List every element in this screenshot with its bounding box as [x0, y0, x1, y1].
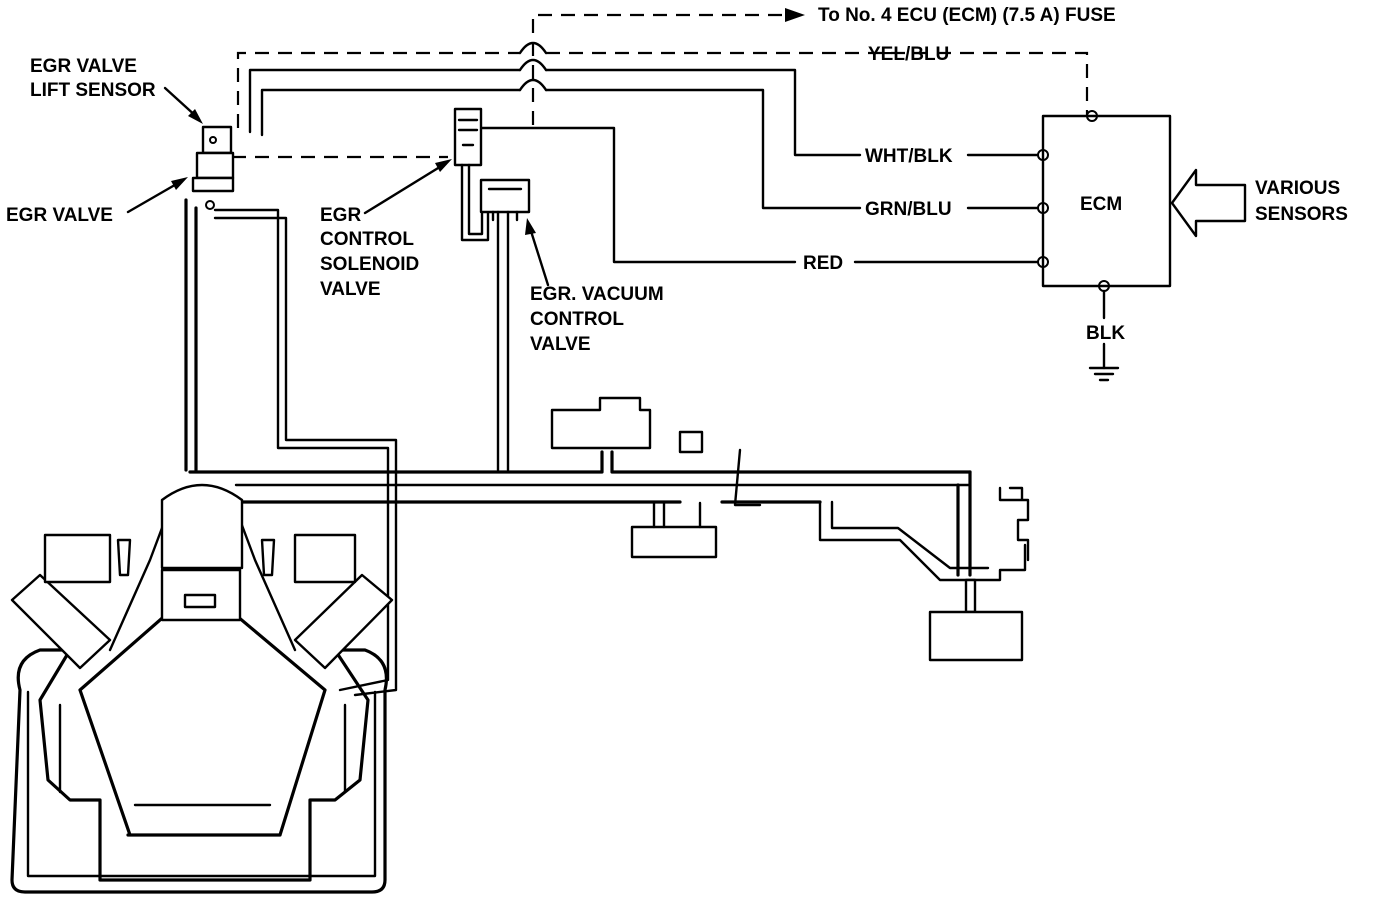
vacuum-hose [496, 210, 510, 472]
egr-solenoid-assembly [453, 107, 531, 242]
egr-valve-body [195, 151, 235, 180]
fuse-arrow-icon [785, 8, 805, 22]
red-wire [478, 126, 1043, 264]
red-label: RED [803, 253, 843, 274]
solenoid-label-1: EGR [320, 205, 361, 226]
fuse-feed-wire [531, 13, 785, 125]
air-cleaner [928, 610, 1024, 662]
engine-block-inner [26, 690, 377, 878]
plenum-chamber [160, 483, 244, 570]
ecm-box [1041, 114, 1172, 288]
wiring [232, 8, 1120, 382]
right-cylinder-head [293, 573, 394, 670]
plenum-sensor [183, 593, 217, 609]
egr-valve-label: EGR VALVE [6, 205, 113, 226]
sensor-cap [678, 430, 704, 454]
solenoid-hose-inner [467, 163, 484, 236]
solenoid-label-4: VALVE [320, 279, 381, 300]
vacuum-valve-label-1: EGR. VACUUM [530, 284, 664, 305]
lift-sensor-arrow-icon [188, 109, 203, 124]
yel-blu-label: YEL/BLU [868, 44, 949, 65]
intake-snorkel [998, 486, 1030, 562]
vacuum-valve-label-2: CONTROL [530, 309, 624, 330]
ecm-label: ECM [1080, 194, 1122, 215]
wht-blk-label: WHT/BLK [865, 146, 953, 167]
grn-blu-label: GRN/BLU [865, 199, 952, 220]
air-duct-right [956, 470, 972, 577]
v-banks [78, 583, 327, 837]
wht-blk-wire [248, 68, 1043, 157]
vacuum-valve-label-3: VALVE [530, 334, 591, 355]
leader-arrows [126, 86, 550, 287]
grn-blu-wire [260, 88, 1043, 210]
egr-valve-leader [126, 180, 182, 214]
intake-runners [108, 518, 297, 652]
vacuum-valve-body [479, 178, 531, 214]
solenoid-arrow-icon [435, 159, 452, 172]
intake-assembly [188, 396, 1030, 662]
right-valve-cover [293, 533, 357, 584]
lift-sensor-port [209, 136, 217, 144]
engine [10, 483, 394, 894]
lift-sensor-label-1: EGR VALVE [30, 56, 137, 77]
vacuum-valve-leader [528, 226, 550, 287]
vacuum-valve-arrow-icon [525, 218, 536, 235]
various-sensors-label-2: SENSORS [1255, 204, 1348, 225]
blk-label: BLK [1086, 323, 1125, 344]
left-valve-cover [43, 533, 112, 584]
left-cylinder-head [10, 573, 112, 670]
solenoid-leader [363, 163, 445, 215]
resonator-duct [818, 500, 1027, 582]
lift-sensor-label-2: LIFT SENSOR [30, 80, 156, 101]
egr-pipes [184, 198, 510, 697]
ground-icon [1088, 366, 1120, 382]
wire-crossover [518, 41, 548, 92]
solenoid-hose [460, 163, 490, 242]
egr-valve-assembly [191, 125, 235, 210]
sensors-arrow-icon [1170, 168, 1247, 238]
egr-valve-port [205, 200, 215, 210]
egr-valve-base [191, 176, 235, 193]
egr-valve-arrow-icon [171, 177, 188, 190]
solenoid-label-3: SOLENOID [320, 254, 419, 275]
intake-pipe-top [188, 450, 972, 474]
left-injector [116, 538, 132, 577]
solenoid-detail [457, 118, 479, 147]
solenoid-body [453, 107, 483, 167]
throttle-linkage [733, 448, 762, 507]
vacuum-valve-detail [487, 187, 523, 222]
various-sensors-label-1: VARIOUS [1255, 178, 1340, 199]
idle-valve [630, 525, 718, 559]
solenoid-label-2: CONTROL [320, 229, 414, 250]
air-cleaner-stem [964, 578, 977, 614]
engine-block-outline [10, 648, 388, 894]
yel-blu-wire [236, 51, 1089, 128]
egr-pipe-right [213, 208, 398, 697]
air-box [550, 396, 652, 450]
labels: To No. 4 ECU (ECM) (7.5 A) FUSE YEL/BLU … [6, 5, 1348, 355]
right-injector [260, 538, 276, 577]
fuse-label: To No. 4 ECU (ECM) (7.5 A) FUSE [818, 5, 1116, 26]
idle-valve-hose [652, 501, 702, 529]
